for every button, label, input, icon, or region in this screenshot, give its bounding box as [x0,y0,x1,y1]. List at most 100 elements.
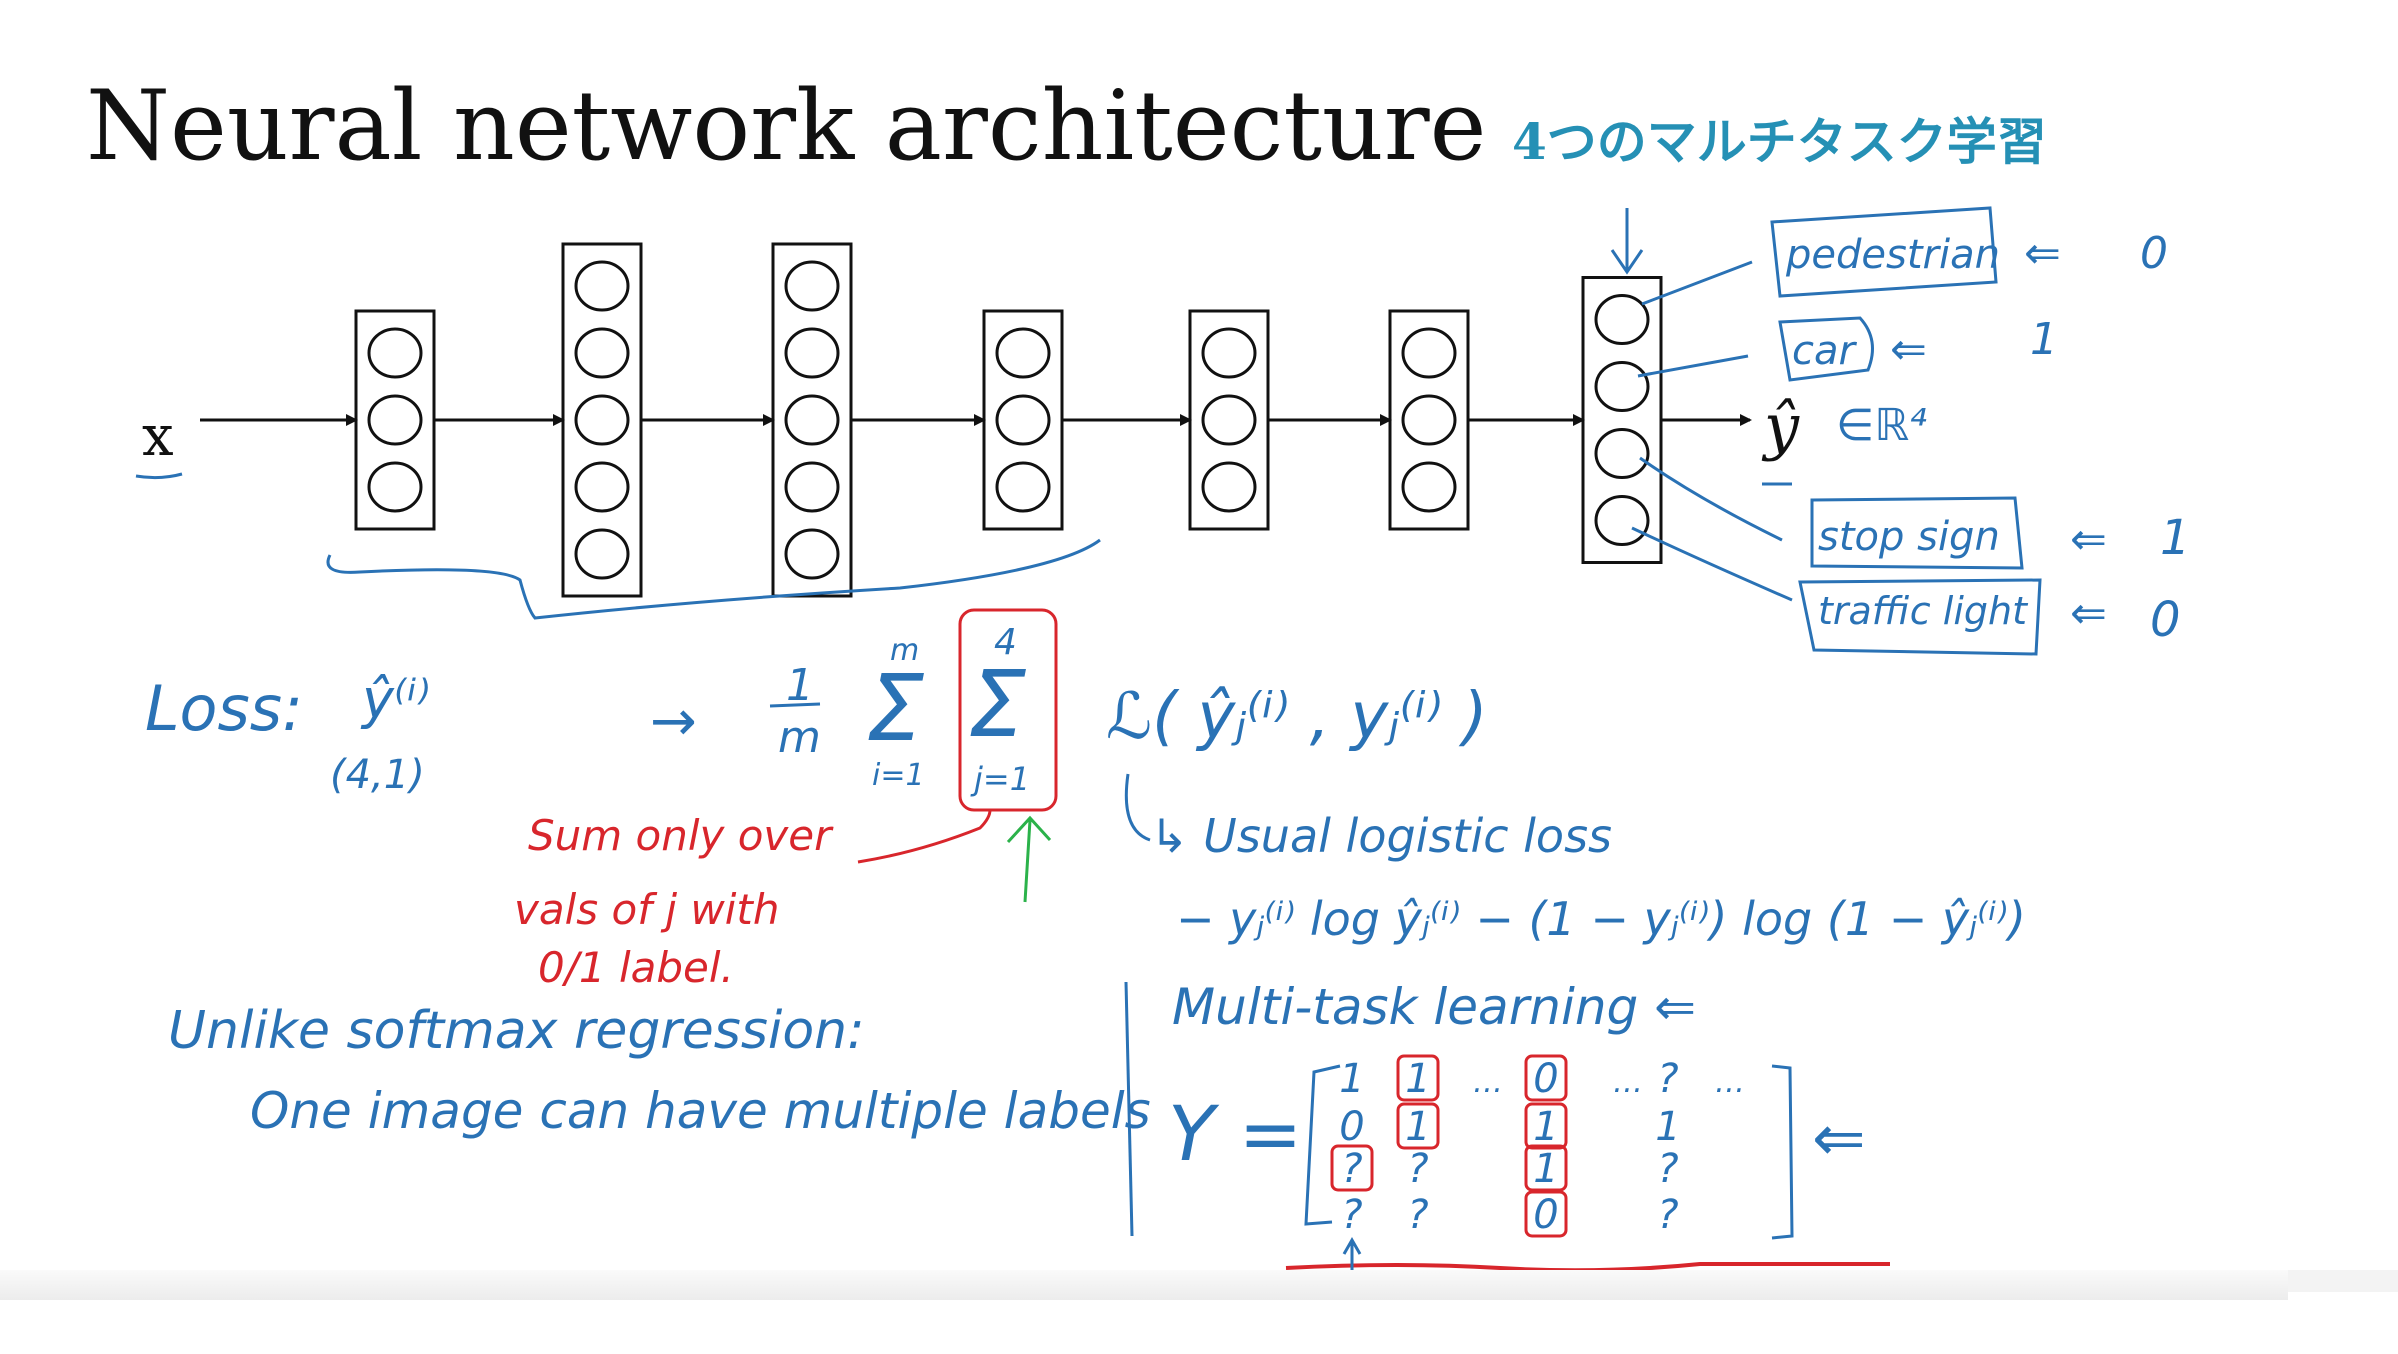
softmax-note-line1: Unlike softmax regression: [168,1001,865,1061]
connector-stop-sign [1639,456,1783,542]
matrix-cell-highlight [1330,1144,1374,1192]
neuron-node [574,327,630,379]
neuron-node [367,394,423,446]
matrix-cell: 1 [1339,1056,1364,1102]
matrix-cell: … [1473,1065,1503,1100]
neuron-node [1594,428,1650,479]
matrix-cell: 1 [1533,1146,1558,1192]
layer-hidden-4 [982,309,1064,531]
softmax-note-line2: One image can have multiple labels [250,1082,1151,1140]
output-item-traffic-light: traffic light ⇐ 0 [1798,578,2181,656]
matrix-left-bracket [1304,1064,1341,1226]
output-item-value: 1 [2030,314,2058,365]
neuron-node [784,394,840,446]
output-item-label: stop sign [1818,514,2000,560]
output-item-label: traffic light [1818,589,2029,633]
sum-inner-bottom: j=1 [970,760,1030,798]
logistic-formula: − yⱼ⁽ⁱ⁾ log ŷⱼ⁽ⁱ⁾ − (1 − yⱼ⁽ⁱ⁾) log (1 −… [1176,892,2026,946]
output-item-arrow: ⇐ [2024,228,2061,279]
layers-group [354,242,1663,598]
loss-frac-num: 1 [786,660,814,711]
loss-section: Loss: ŷ⁽ⁱ⁾ (4,1) → 1 m m Σ i=1 4 Σ j=1 ℒ… [145,608,2026,946]
matrix-cell: 0 [1533,1192,1558,1238]
output-item-car: car ⇐ 1 [1778,314,2058,382]
neuron-node [1401,327,1457,379]
red-underline [1285,1262,1890,1273]
matrix-cell: … [1613,1065,1643,1100]
red-note-line: Sum only over [528,811,834,860]
output-item-pedestrian: pedestrian ⇐ 0 [1770,206,2168,298]
neuron-node [1594,361,1650,412]
red-note-connector [857,809,992,864]
matrix-cell: ? [1657,1056,1678,1102]
output-item-value: 1 [2160,510,2191,566]
loss-label: Loss: [145,672,303,745]
output-item-label: pedestrian [1785,232,2000,278]
neuron-node [1594,495,1650,546]
neuron-node [1201,461,1257,513]
layer-hidden-5 [1188,309,1270,531]
matrix-arrow: ⇐ [1812,1102,1866,1176]
loss-frac-bar [769,702,821,708]
neuron-node [574,461,630,513]
matrix-cell: ? [1657,1146,1678,1192]
input-label: x [142,404,174,469]
matrix-cell-highlight [1396,1102,1440,1150]
matrix-cell: ? [1657,1192,1678,1238]
matrix-cell: 0 [1339,1104,1364,1150]
neuron-node [995,394,1051,446]
loss-frac-den: m [778,712,821,763]
red-note-line: 0/1 label. [538,943,734,992]
sum-outer-top: m [890,633,919,668]
neuron-node [574,394,630,446]
matrix-cell-highlight [1524,1102,1568,1150]
layer-output [1581,276,1663,564]
slide-title: Neural network architecture [86,70,1487,182]
matrix-cell: ? [1341,1146,1362,1192]
usual-logistic-label: ↳ Usual logistic loss [1150,809,1612,863]
neuron-node [367,327,423,379]
layer-hidden-2 [561,242,643,598]
shared-layers-brace [326,538,1101,620]
connector-pedestrian [1641,260,1753,306]
red-note-line: vals of j with [514,885,779,934]
loss-term: ℒ( ŷⱼ⁽ⁱ⁾ , yⱼ⁽ⁱ⁾ ) [1106,680,1488,754]
layer-hidden-6 [1388,309,1470,531]
output-label: ŷ [1761,390,1800,463]
sum-outer-bottom: i=1 [872,758,925,793]
matrix-right-bracket [1771,1064,1794,1240]
neuron-node [367,461,423,513]
input-underline [135,472,183,480]
vertical-divider [1124,981,1134,1237]
neuron-node [784,260,840,312]
connector-traffic-light [1631,526,1793,602]
sum-inner-top: 4 [994,622,1017,663]
neuron-node [574,260,630,312]
red-note: Sum only over vals of j with 0/1 label. [514,809,1052,992]
loss-arrow: → [650,689,697,754]
neuron-node [1401,461,1457,513]
sum-inner-sigma: Σ [968,651,1026,758]
matrix-cell-highlight [1524,1054,1568,1102]
output-item-arrow: ⇐ [2070,514,2107,565]
neuron-node [995,327,1051,379]
neuron-node [995,461,1051,513]
softmax-note: Unlike softmax regression: One image can… [168,1001,1151,1140]
matrix-cell-highlight [1396,1054,1440,1102]
output-item-value: 0 [2150,592,2181,648]
bottom-bar [0,1270,2288,1300]
sum-outer-sigma: Σ [866,655,924,762]
matrix-cell: 1 [1655,1104,1680,1150]
matrix-cell: 1 [1405,1056,1430,1102]
matrix-cell: ? [1341,1192,1362,1238]
matrix-cell: 1 [1533,1104,1558,1150]
loss-shape: (4,1) [330,752,425,798]
neuron-node [784,327,840,379]
neuron-node [1401,394,1457,446]
inner-sum-highlight-box [958,608,1058,812]
neuron-node [1201,394,1257,446]
output-item-arrow: ⇐ [2070,588,2107,639]
loss-yhat: ŷ⁽ⁱ⁾ [360,668,430,731]
